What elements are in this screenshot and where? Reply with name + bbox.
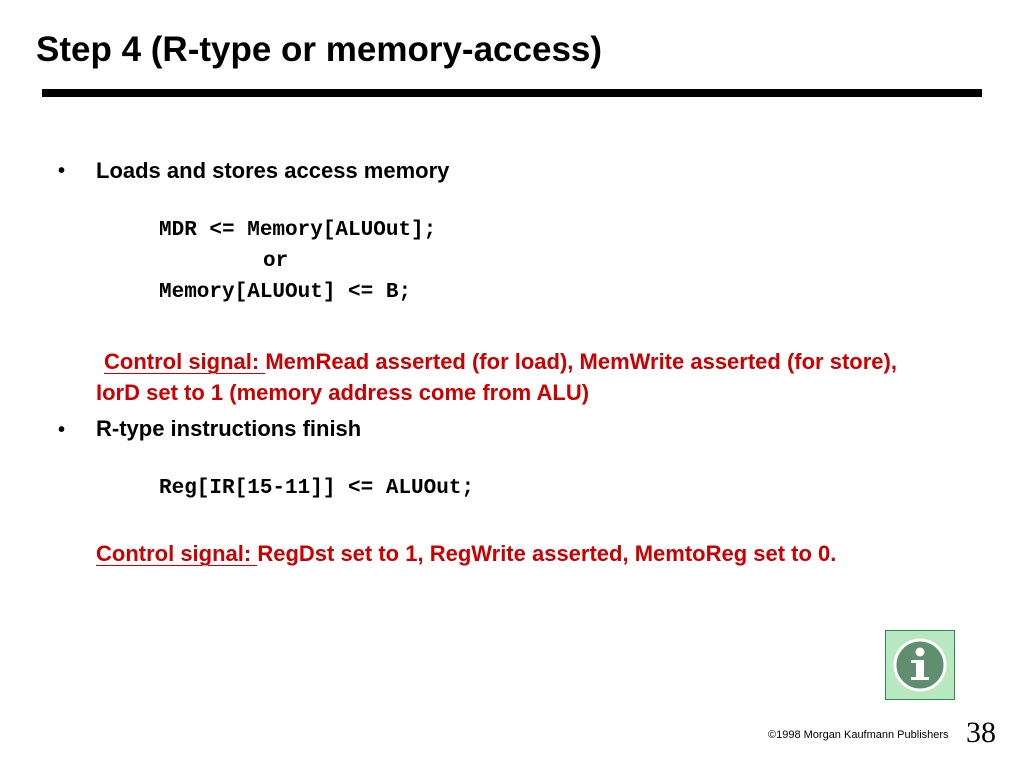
code-line-mdr: MDR <= Memory[ALUOut]; [159,219,437,242]
control-signal-label: Control signal: [104,349,266,374]
bullet-r-type: R-type instructions finish [96,416,362,441]
control-signal-r-type: Control signal: RegDst set to 1, RegWrit… [96,538,916,569]
slide-title: Step 4 (R-type or memory-access) [36,30,603,69]
page-number: 38 [966,716,996,749]
code-line-memory-write: Memory[ALUOut] <= B; [159,281,412,304]
bullet-loads-stores: Loads and stores access memory [96,158,450,183]
bullet-marker: • [58,419,66,441]
bullet-marker: • [58,160,66,182]
copyright-notice: ©1998 Morgan Kaufmann Publishers [768,729,949,741]
control-signal-text: MemRead asserted (for load), MemWrite as… [96,349,897,405]
info-button[interactable] [885,630,955,700]
control-signal-label: Control signal: [96,541,258,566]
control-signal-load-store: Control signal: MemRead asserted (for lo… [96,346,916,408]
code-line-reg-write: Reg[IR[15-11]] <= ALUOut; [159,477,475,500]
code-line-or: or [263,250,289,273]
info-icon [893,638,947,692]
title-rule [42,89,982,97]
control-signal-text: RegDst set to 1, RegWrite asserted, Memt… [257,541,837,566]
